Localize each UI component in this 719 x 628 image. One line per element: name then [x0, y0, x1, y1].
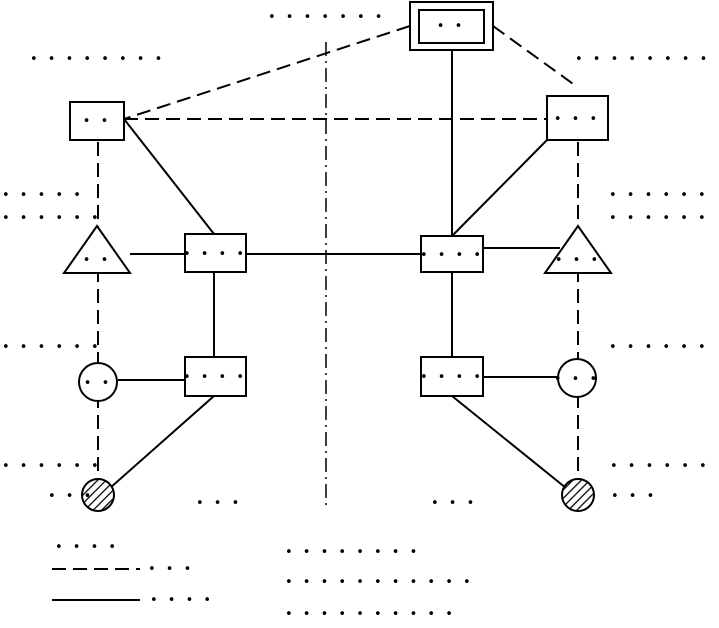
right-circle-label: • • • [554, 372, 600, 387]
right-circle-node: • • • [554, 358, 600, 398]
left-circle-label: • • [84, 376, 112, 391]
label-bottom-right-center: • • • [431, 496, 477, 511]
solid-link-right-box-to-center-right [451, 139, 548, 237]
solid-link-center-left-lower-to-left-hatched [109, 395, 215, 489]
center-right-lower-label: • • • • [420, 370, 484, 385]
legend-dashdot-label: • • • • [55, 540, 119, 555]
legend-note-3: • • • • • • • • • • [285, 607, 456, 622]
label-left-3: • • • • • • [2, 340, 102, 355]
label-left-4: • • • • • • [2, 459, 102, 474]
label-right-2a: • • • • • • [609, 188, 709, 203]
left-circle-node: • • [78, 362, 118, 402]
dashed-link-top-to-right-box [492, 25, 577, 87]
label-top-center: • • • • • • • [268, 10, 385, 25]
right-triangle-label: • • • [555, 253, 601, 268]
legend: • • • • • • • • • • • • • • • • • • • • … [52, 540, 474, 622]
top-node: • • [409, 1, 494, 51]
label-left-2a: • • • • • [2, 188, 84, 203]
label-left-2b: • • • • • • [2, 211, 102, 226]
center-right-lower-node: • • • • [420, 356, 484, 397]
label-right-3: • • • • • • [609, 340, 709, 355]
center-right-upper-node: • • • • [420, 235, 484, 273]
label-right-4: • • • • • • [610, 459, 710, 474]
legend-dashed-label: • • • [148, 562, 194, 577]
legend-note-2: • • • • • • • • • • • [285, 575, 474, 590]
right-hatched-node [561, 478, 595, 512]
right-triangle-node: • • • [543, 224, 613, 274]
solid-link-center-right-lower-to-right-hatched [451, 395, 567, 489]
center-left-lower-label: • • • • [183, 370, 247, 385]
legend-solid-label: • • • • [150, 593, 214, 608]
label-left-1: • • • • • • • • [30, 52, 165, 67]
top-node-label: • • [437, 19, 465, 34]
right-box-node: • • • [546, 95, 609, 141]
left-box-node: • • [69, 101, 125, 141]
center-left-lower-node: • • • • [183, 356, 247, 397]
label-right-5: • • • [611, 489, 657, 504]
center-left-upper-label: • • • • [183, 247, 247, 262]
center-right-upper-label: • • • • [420, 248, 484, 263]
left-triangle-node: • • [62, 224, 132, 274]
legend-note-1: • • • • • • • • [285, 545, 420, 560]
left-hatched-node [81, 478, 115, 512]
center-left-upper-node: • • • • [183, 233, 247, 273]
dashed-link-top-to-left-box [123, 25, 411, 120]
label-left-5: • • • [48, 489, 94, 504]
right-box-label: • • • [554, 112, 600, 127]
label-right-2b: • • • • • • [609, 211, 709, 226]
left-triangle-label: • • [83, 253, 111, 268]
left-box-label: • • [83, 114, 111, 129]
label-bottom-left-center: • • • [196, 496, 242, 511]
solid-link-left-box-to-center-left [123, 118, 215, 235]
label-right-1: • • • • • • • • [575, 52, 710, 67]
